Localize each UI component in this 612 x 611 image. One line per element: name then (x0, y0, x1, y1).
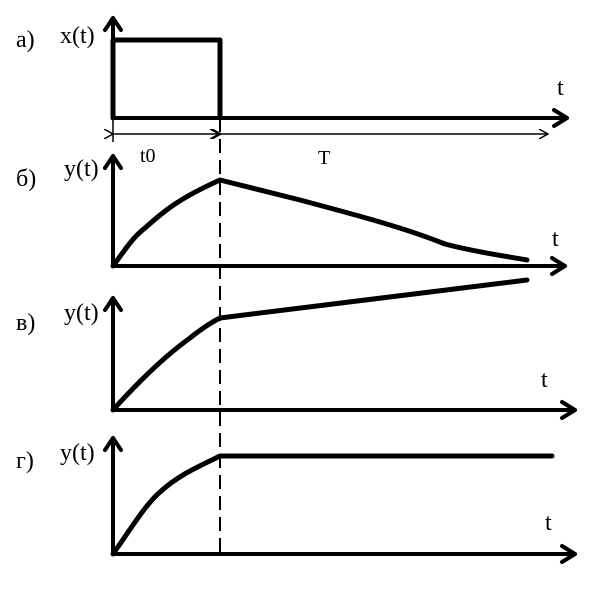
panel-c-ylabel: y(t) (64, 300, 99, 326)
panel-b-x-axis (111, 256, 567, 276)
panel-b-y-axis (103, 154, 123, 268)
panel-c-letter: в) (16, 310, 35, 336)
panel-b-letter: б) (16, 166, 36, 192)
panel-c-x-axis (111, 400, 577, 420)
panel-a-ylabel: x(t) (60, 23, 95, 49)
panel-c-y-axis (103, 296, 123, 412)
panel-d: г) y(t) t (16, 436, 577, 564)
panel-d-xlabel: t (545, 510, 552, 536)
panel-c-response-curve (110, 277, 530, 413)
panel-b: б) y(t) t (16, 154, 567, 276)
panel-a-letter: а) (16, 27, 35, 53)
panel-d-response-curve (110, 453, 555, 557)
panel-b-xlabel: t (552, 226, 559, 252)
panel-d-y-axis (103, 436, 123, 556)
panel-b-response-curve (110, 177, 530, 269)
panel-c: в) y(t) t (16, 277, 577, 420)
panel-a-xlabel: t (557, 75, 564, 101)
panel-d-ylabel: y(t) (60, 440, 95, 466)
panel-a-input-pulse (110, 37, 223, 121)
panel-d-letter: г) (16, 448, 34, 474)
panel-c-xlabel: t (541, 367, 548, 393)
T-label: T (318, 147, 330, 169)
panel-a: а) x(t) t t0 T (16, 16, 569, 169)
panel-b-ylabel: y(t) (64, 156, 99, 182)
t0-label: t0 (140, 145, 156, 167)
panel-a-x-axis (111, 108, 569, 128)
panel-d-x-axis (111, 544, 577, 564)
